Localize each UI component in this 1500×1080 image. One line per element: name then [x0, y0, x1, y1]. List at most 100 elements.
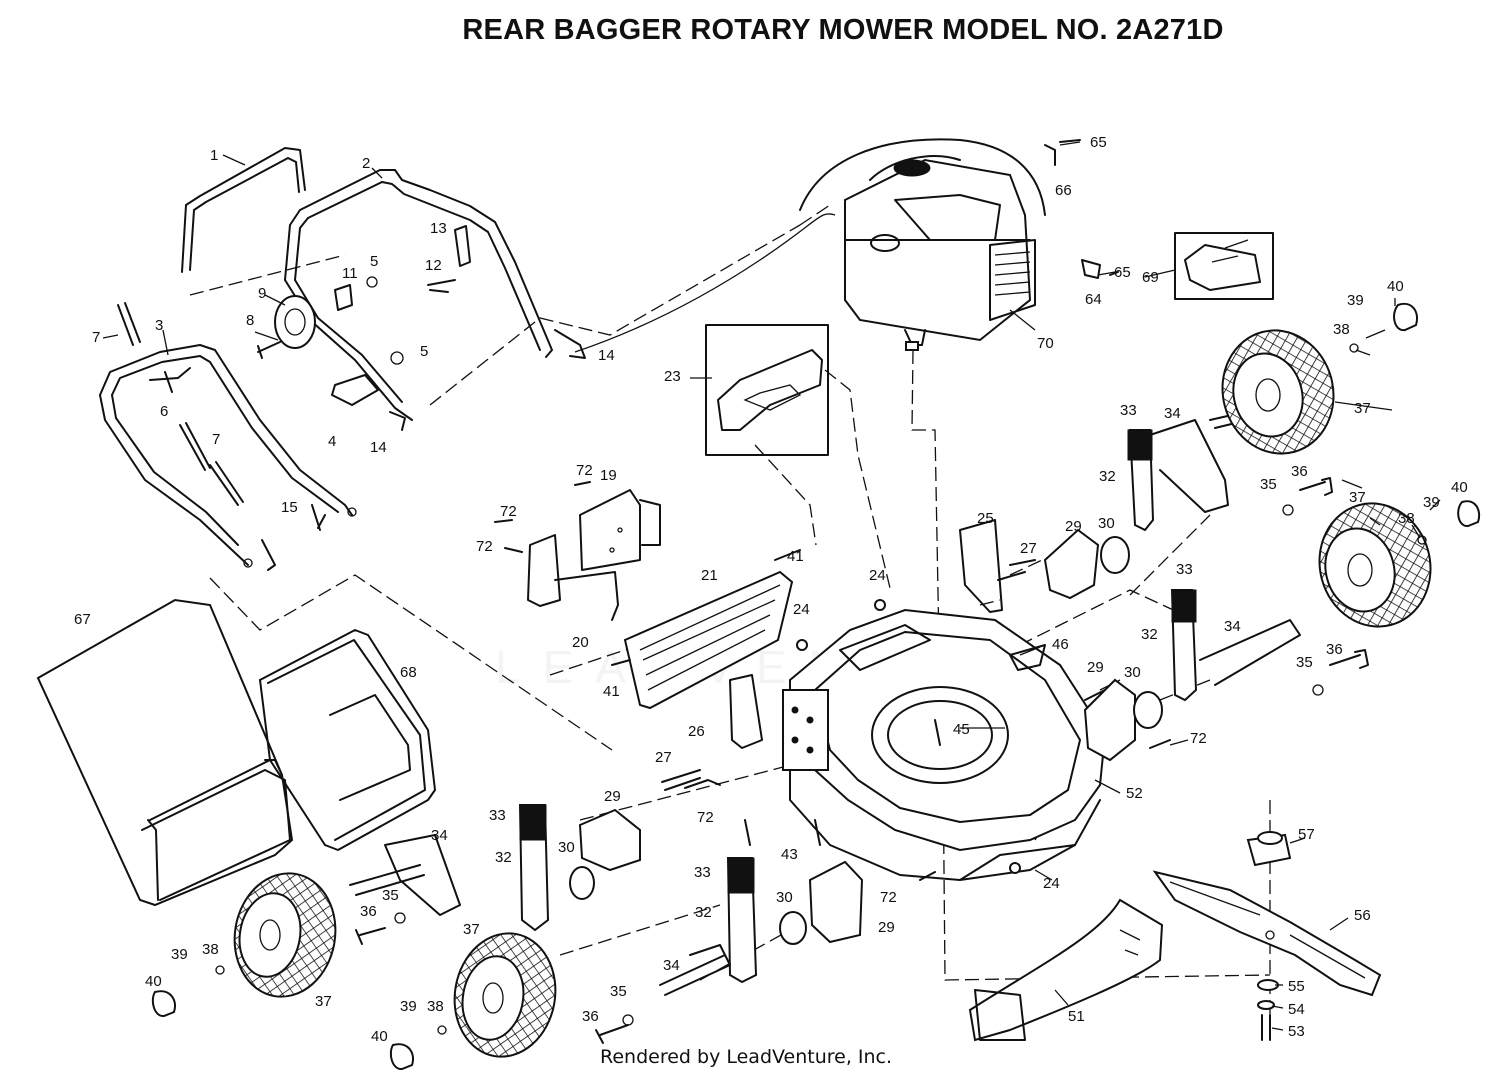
callout: 39: [1347, 292, 1364, 309]
callout: 37: [463, 921, 480, 938]
callout: 30: [1124, 664, 1141, 681]
callout: 53: [1288, 1023, 1305, 1040]
callout: 23: [664, 368, 681, 385]
callout: 29: [878, 919, 895, 936]
callout: 39: [171, 946, 188, 963]
rear-door-bracket: [494, 481, 661, 621]
callout: 20: [572, 634, 589, 651]
callout: 25: [977, 510, 994, 527]
callout: 34: [431, 827, 448, 844]
callout: 40: [145, 973, 162, 990]
callout: 30: [558, 839, 575, 856]
lower-handle: [99, 344, 357, 568]
callout: 40: [371, 1028, 388, 1045]
diagram-title: REAR BAGGER ROTARY MOWER MODEL NO. 2A271…: [462, 14, 1224, 46]
callout: 38: [202, 941, 219, 958]
callout: 19: [600, 467, 617, 484]
bag-frame: [259, 629, 436, 851]
callout: 7: [92, 329, 100, 346]
callout: 34: [1164, 405, 1181, 422]
callout: 40: [1387, 278, 1404, 295]
blade: [1152, 870, 1382, 997]
callout: 38: [1398, 510, 1415, 527]
hubcaps-bolts: [151, 302, 1481, 1070]
callout: 54: [1288, 1001, 1305, 1018]
wheel-right-front: [1318, 502, 1432, 628]
callout: 11: [342, 265, 358, 282]
callout: 66: [1055, 182, 1072, 199]
callout: 30: [1098, 515, 1115, 532]
callout: 33: [1176, 561, 1193, 578]
callout: 52: [1126, 785, 1143, 802]
handle-hardware: [117, 225, 586, 571]
callout: 35: [1296, 654, 1313, 671]
callout: 21: [701, 567, 718, 584]
callout: 14: [370, 439, 387, 456]
wheel-right-rear: [1221, 329, 1335, 455]
callout: 15: [281, 499, 298, 516]
callout: 51: [1068, 1008, 1085, 1025]
upper-handle: [181, 147, 306, 273]
callout-labels: 1 2 3 4 5 5 6 7 7 8 9 11 12 13 14 14 15 …: [74, 134, 1468, 1045]
air-filter: [1174, 232, 1274, 300]
rear-flap: [611, 549, 801, 710]
callout: 35: [1260, 476, 1277, 493]
callout: 37: [1354, 400, 1371, 417]
callout: 40: [1451, 479, 1468, 496]
engine: [799, 138, 1119, 351]
callout: 6: [160, 403, 168, 420]
leader-lines: [102, 141, 1441, 1031]
callout: 1: [210, 147, 218, 164]
callout: 29: [1065, 518, 1082, 535]
callout: 65: [1114, 264, 1131, 281]
callout: 30: [776, 889, 793, 906]
callout: 37: [1349, 489, 1366, 506]
callout: 72: [697, 809, 714, 826]
wheel-left-rear: [233, 872, 337, 998]
callout: 33: [489, 807, 506, 824]
callout: 35: [382, 887, 399, 904]
callout: 32: [1141, 626, 1158, 643]
throttle-cable: [574, 213, 836, 353]
title-area: REAR BAGGER ROTARY MOWER MODEL NO. 2A271…: [0, 0, 1500, 60]
callout: 55: [1288, 978, 1305, 995]
callout: 14: [598, 347, 615, 364]
callout: 68: [400, 664, 417, 681]
callout: 45: [953, 721, 970, 738]
callout: 27: [1020, 540, 1037, 557]
callout: 35: [610, 983, 627, 1000]
callout: 72: [476, 538, 493, 555]
callout: 32: [495, 849, 512, 866]
callout: 27: [655, 749, 672, 766]
callout: 70: [1037, 335, 1054, 352]
callout: 3: [155, 317, 163, 334]
callout: 2: [362, 155, 370, 172]
callout: 13: [430, 220, 447, 237]
callout: 36: [1326, 641, 1343, 658]
callout: 32: [695, 904, 712, 921]
wheel-left-front: [453, 932, 557, 1058]
footer-credit: Rendered by LeadVenture, Inc.: [600, 1046, 893, 1068]
callout: 36: [582, 1008, 599, 1025]
small-hardware: [661, 559, 1171, 881]
callout: 72: [576, 462, 593, 479]
rear-deflector: [705, 324, 829, 456]
callout: 29: [1087, 659, 1104, 676]
callout: 5: [420, 343, 428, 360]
callout: 9: [258, 285, 266, 302]
callout: 56: [1354, 907, 1371, 924]
callout: 36: [1291, 463, 1308, 480]
callout: 34: [1224, 618, 1241, 635]
callout: 34: [663, 957, 680, 974]
callout: 37: [315, 993, 332, 1010]
handle-main: [284, 169, 553, 421]
callout: 8: [246, 312, 254, 329]
callout: 24: [869, 567, 886, 584]
callout: 12: [425, 257, 442, 274]
callout: 39: [1423, 494, 1440, 511]
callout: 39: [400, 998, 417, 1015]
callout: 26: [688, 723, 705, 740]
mower-deck: [782, 608, 1111, 881]
height-plates: [569, 528, 1163, 945]
callout: 41: [603, 683, 620, 700]
